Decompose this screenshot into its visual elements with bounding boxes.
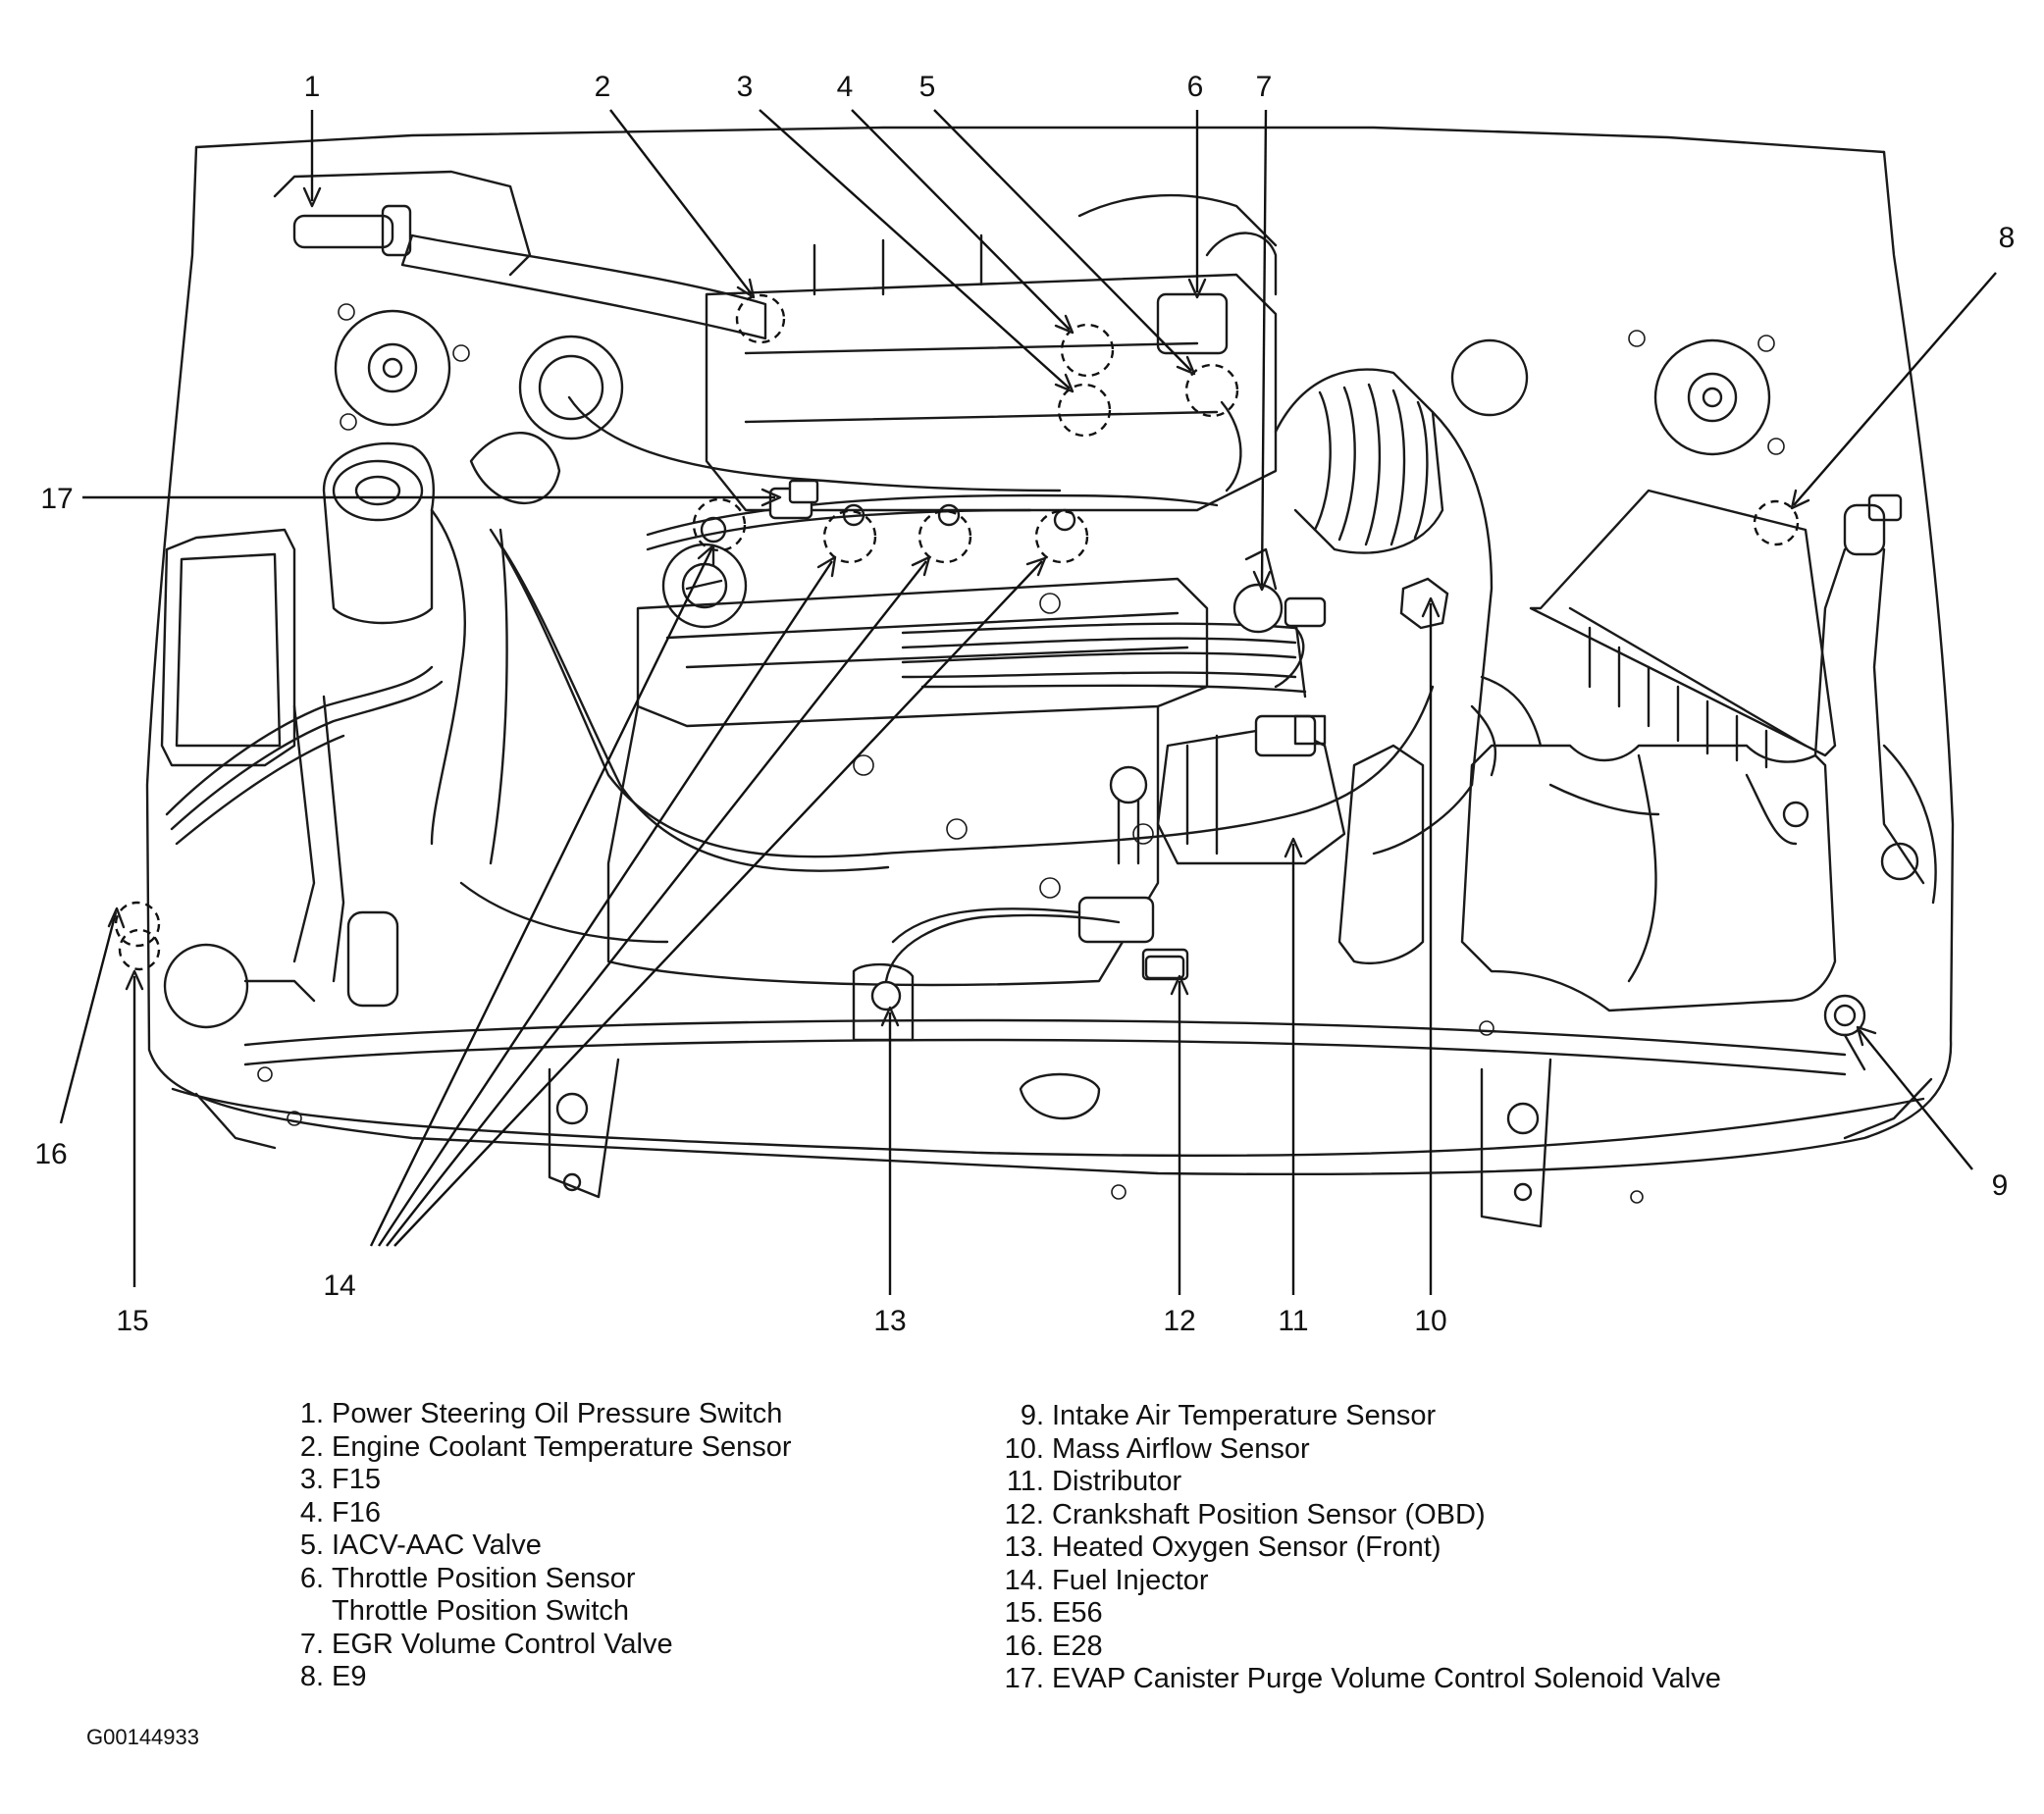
air-cleaner	[1460, 489, 1837, 1012]
marker-14c	[917, 509, 972, 564]
callout-6: 6	[1187, 71, 1204, 103]
leader-4	[851, 109, 1071, 331]
legend-item: 11.Distributor	[1006, 1466, 1182, 1497]
marker-3	[1057, 383, 1112, 438]
callout-2: 2	[595, 71, 611, 103]
right-strut-tower	[1628, 330, 1785, 456]
distributor-assembly	[1156, 547, 1346, 865]
legend-item: 9.Intake Air Temperature Sensor	[1020, 1400, 1437, 1431]
intake-air-temp-sensor-area	[1823, 994, 1866, 1071]
right-fender-area	[1479, 744, 1937, 1204]
leader-9	[1859, 1029, 1973, 1170]
marker-14b	[822, 509, 877, 564]
leader-8	[1793, 272, 1997, 506]
callout-15: 15	[116, 1305, 148, 1337]
figure-id: G00144933	[86, 1725, 199, 1749]
legend-item: 17.EVAP Canister Purge Volume Control So…	[1004, 1663, 1721, 1694]
leader-14c	[386, 560, 927, 1247]
callout-1: 1	[304, 71, 321, 103]
marker-14a	[692, 497, 747, 552]
power-steering-assembly	[273, 170, 1062, 505]
legend-item-continuation: Throttle Position Switch	[332, 1595, 630, 1627]
legend-left-column: 1.Power Steering Oil Pressure Switch 2.E…	[285, 1398, 792, 1694]
leader-3	[759, 109, 1071, 389]
legend-item: 5.IACV-AAC Valve	[299, 1529, 542, 1561]
crank-sensor-area	[1144, 955, 1185, 980]
leader-lines	[59, 109, 1997, 1295]
leader-7	[1260, 109, 1268, 586]
legend-item: 14.Fuel Injector	[1004, 1564, 1209, 1596]
leader-5	[933, 109, 1192, 372]
leader-14a	[369, 548, 713, 1247]
legend-item: 2.Engine Coolant Temperature Sensor	[299, 1430, 792, 1463]
callout-13: 13	[873, 1305, 906, 1337]
callout-5: 5	[919, 71, 936, 103]
callout-4: 4	[837, 71, 854, 103]
e9-connector-area	[1813, 493, 1925, 885]
leader-14b	[377, 560, 834, 1247]
callout-11: 11	[1278, 1305, 1308, 1337]
spark-plug-wires	[901, 616, 1307, 699]
legend-item: 16.E28	[1004, 1630, 1103, 1662]
legend-right-column: 9.Intake Air Temperature Sensor 10.Mass …	[991, 1400, 1721, 1696]
callout-16: 16	[34, 1138, 67, 1170]
legend-item: 3.F15	[299, 1464, 381, 1495]
marker-2	[735, 293, 786, 344]
legend-item: 12.Crankshaft Position Sensor (OBD)	[1004, 1498, 1486, 1530]
intake-manifold	[705, 193, 1278, 512]
callout-7: 7	[1256, 71, 1273, 103]
legend-item: 8.E9	[299, 1661, 367, 1692]
legend-item: 10.Mass Airflow Sensor	[1004, 1432, 1310, 1465]
callout-14: 14	[323, 1270, 355, 1302]
leader-2	[609, 109, 753, 295]
marker-14d	[1034, 509, 1089, 564]
marker-5	[1184, 363, 1239, 418]
callout-17: 17	[40, 483, 73, 515]
component-markers	[114, 293, 1800, 971]
leader-16	[59, 911, 118, 1124]
air-intake-duct	[1274, 338, 1529, 855]
callout-labels: 1 2 3 4 5 6 7 8 9 10 11 12 13 14 15 16 1…	[34, 71, 2015, 1337]
callout-9: 9	[1992, 1169, 2009, 1202]
legend-item: 4.F16	[299, 1496, 381, 1529]
fuel-rail-harness	[646, 479, 1219, 551]
fuse-box	[160, 528, 296, 767]
heater-hose	[489, 528, 1435, 872]
callout-3: 3	[737, 71, 754, 103]
oxygen-sensor-area	[852, 913, 1121, 1042]
legend-item: 1.Power Steering Oil Pressure Switch	[299, 1398, 783, 1429]
leader-14d	[393, 560, 1043, 1247]
legend-item: 15.E56	[1004, 1597, 1103, 1629]
radiator-support	[243, 1018, 1847, 1228]
callout-12: 12	[1163, 1305, 1195, 1337]
egr-valve	[891, 765, 1189, 981]
left-harness	[163, 508, 669, 1029]
legend-item: 13.Heated Oxygen Sensor (Front)	[1004, 1531, 1441, 1563]
maf-sensor-area	[1337, 577, 1543, 964]
engine-compartment-outline	[145, 126, 1955, 1176]
marker-4	[1060, 323, 1115, 378]
legend-item: 7.EGR Volume Control Valve	[299, 1628, 673, 1660]
reservoir-left	[322, 441, 435, 625]
marker-8	[1753, 499, 1800, 546]
marker-15-16	[114, 901, 161, 948]
marker-15-16b	[118, 928, 161, 971]
left-strut-tower	[334, 303, 470, 431]
callout-8: 8	[1999, 222, 2016, 254]
callout-10: 10	[1414, 1305, 1446, 1337]
